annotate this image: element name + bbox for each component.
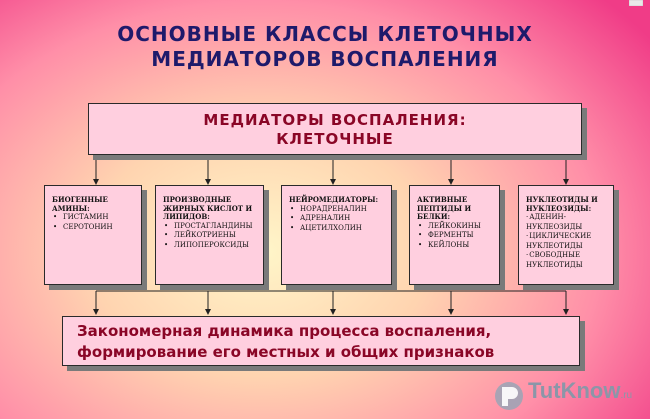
slide-title: ОСНОВНЫЕ КЛАССЫ КЛЕТОЧНЫХ МЕДИАТОРОВ ВОС… — [0, 22, 650, 72]
main-mediators-box: МЕДИАТОРЫ ВОСПАЛЕНИЯ: КЛЕТОЧНЫЕ — [88, 103, 582, 155]
list-item: ЦИКЛИЧЕСКИЕ НУКЛЕОТИДЫ — [526, 232, 609, 251]
list-item: ЛИПОПЕРОКСИДЫ — [163, 241, 259, 251]
category-lipid-derivatives: ПРОИЗВОДНЫЕ ЖИРНЫХ КИСЛОТ И ЛИПИДОВ: ПРО… — [155, 185, 264, 285]
watermark-text: TutKnow.ru — [528, 378, 632, 404]
list-item: АДРЕНАЛИН — [289, 214, 387, 224]
list-item: ФЕРМЕНТЫ — [417, 231, 495, 241]
category-title: БИОГЕННЫЕ АМИНЫ: — [52, 195, 108, 213]
main-box-line-2: КЛЕТОЧНЫЕ — [276, 130, 394, 148]
category-peptides-proteins: АКТИВНЫЕ ПЕПТИДЫ И БЕЛКИ: ЛЕЙКОКИНЫ ФЕРМ… — [409, 185, 500, 285]
list-item: АДЕНИН-НУКЛЕОЗИДЫ — [526, 213, 609, 232]
category-items: АДЕНИН-НУКЛЕОЗИДЫ ЦИКЛИЧЕСКИЕ НУКЛЕОТИДЫ… — [526, 213, 609, 270]
category-neurotransmitters: НЕЙРОМЕДИАТОРЫ: НОРАДРЕНАЛИН АДРЕНАЛИН А… — [281, 185, 392, 285]
list-item: АЦЕТИЛХОЛИН — [289, 224, 387, 234]
corner-mark-icon — [629, 0, 643, 6]
list-item: НОРАДРЕНАЛИН — [289, 205, 387, 215]
category-nucleotides: НУКЛЕОТИДЫ И НУКЛЕОЗИДЫ: АДЕНИН-НУКЛЕОЗИ… — [518, 185, 614, 285]
list-item: ЛЕЙКОТРИЕНЫ — [163, 231, 259, 241]
category-items: ЛЕЙКОКИНЫ ФЕРМЕНТЫ КЕЙЛОНЫ — [417, 222, 495, 251]
list-item: ПРОСТАГЛАНДИНЫ — [163, 222, 259, 232]
watermark-logo-icon — [495, 382, 523, 410]
category-title: НЕЙРОМЕДИАТОРЫ: — [289, 195, 379, 204]
category-biogenic-amines: БИОГЕННЫЕ АМИНЫ: ГИСТАМИН СЕРОТОНИН — [44, 185, 142, 285]
title-line-2: МЕДИАТОРОВ ВОСПАЛЕНИЯ — [151, 47, 499, 71]
list-item: ЛЕЙКОКИНЫ — [417, 222, 495, 232]
list-item: ГИСТАМИН — [52, 213, 137, 223]
outcome-line-1: Закономерная динамика процесса воспалени… — [77, 322, 492, 340]
category-title: АКТИВНЫЕ ПЕПТИДЫ И БЕЛКИ: — [417, 195, 472, 221]
category-items: ГИСТАМИН СЕРОТОНИН — [52, 213, 137, 232]
main-box-line-1: МЕДИАТОРЫ ВОСПАЛЕНИЯ: — [203, 111, 467, 129]
list-item: СВОБОДНЫЕ НУКЛЕОТИДЫ — [526, 251, 609, 270]
category-items: НОРАДРЕНАЛИН АДРЕНАЛИН АЦЕТИЛХОЛИН — [289, 205, 387, 234]
category-title: НУКЛЕОТИДЫ И НУКЛЕОЗИДЫ: — [526, 195, 598, 213]
watermark-main: TutKnow — [528, 378, 621, 403]
outcome-box: Закономерная динамика процесса воспалени… — [62, 316, 580, 366]
list-item: КЕЙЛОНЫ — [417, 241, 495, 251]
title-line-1: ОСНОВНЫЕ КЛАССЫ КЛЕТОЧНЫХ — [117, 22, 533, 46]
outcome-line-2: формирование его местных и общих признак… — [77, 343, 495, 361]
list-item: СЕРОТОНИН — [52, 223, 137, 233]
category-title: ПРОИЗВОДНЫЕ ЖИРНЫХ КИСЛОТ И ЛИПИДОВ: — [163, 195, 253, 221]
category-items: ПРОСТАГЛАНДИНЫ ЛЕЙКОТРИЕНЫ ЛИПОПЕРОКСИДЫ — [163, 222, 259, 251]
watermark-suffix: .ru — [620, 390, 633, 401]
